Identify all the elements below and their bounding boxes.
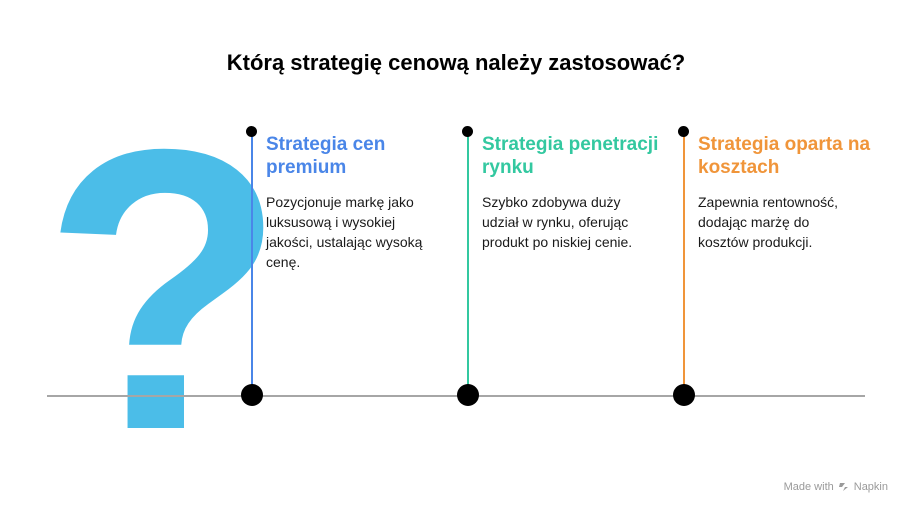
column-2-top-dot <box>462 126 473 137</box>
column-1-description: Pozycjonuje markę jako luksusową i wysok… <box>266 194 423 270</box>
column-2-bottom-dot <box>457 384 479 406</box>
column-1-line <box>251 132 253 394</box>
column-1-top-dot <box>246 126 257 137</box>
napkin-brand-label: Napkin <box>853 481 888 493</box>
question-mark-icon: ? <box>42 66 287 513</box>
column-3-top-dot <box>678 126 689 137</box>
column-1-title: Strategia cen premium <box>266 134 386 178</box>
napkin-logo-icon <box>838 483 848 491</box>
timeline-baseline <box>47 395 865 397</box>
column-1-bottom-dot <box>241 384 263 406</box>
column-2-description: Szybko zdobywa duży udział w rynku, ofer… <box>482 194 633 250</box>
column-3-bottom-dot <box>673 384 695 406</box>
column-3-description: Zapewnia rentowność, dodając marżę do ko… <box>698 194 839 250</box>
made-with-napkin-badge[interactable]: Made with Napkin <box>784 481 888 493</box>
made-with-label: Made with <box>783 481 834 493</box>
page-title: Którą strategię cenową należy zastosować… <box>226 50 686 75</box>
column-2-title: Strategia penetracji rynku <box>482 134 659 178</box>
column-3-line <box>683 132 685 394</box>
column-3-title: Strategia oparta na kosztach <box>698 134 871 178</box>
column-2-line <box>467 132 469 394</box>
